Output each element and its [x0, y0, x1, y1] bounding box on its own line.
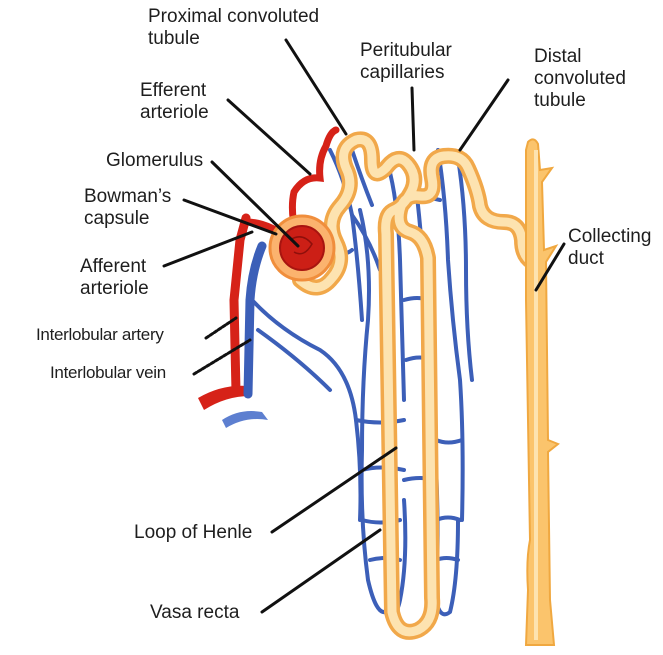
- label-line: capillaries: [360, 62, 452, 84]
- glomerulus-shape: [280, 226, 324, 270]
- label-line: arteriole: [80, 278, 149, 300]
- label-bowmans-capsule: Bowman’s capsule: [84, 186, 171, 230]
- label-interlobular-vein: Interlobular vein: [50, 362, 166, 384]
- label-peritubular-capillaries: Peritubular capillaries: [360, 40, 452, 84]
- leader-interlobular-vein: [194, 340, 250, 374]
- label-line: tubule: [534, 90, 626, 112]
- label-line: Efferent: [140, 80, 209, 102]
- leader-peritubular: [412, 88, 414, 150]
- label-line: Peritubular: [360, 40, 452, 62]
- label-line: Distal: [534, 46, 626, 68]
- label-loop-of-henle: Loop of Henle: [134, 522, 252, 544]
- label-line: capsule: [84, 208, 171, 230]
- leader-loop-of-henle: [272, 448, 396, 532]
- renal-artery-arc: [198, 386, 250, 410]
- leader-proximal: [286, 40, 346, 134]
- leader-bowmans: [184, 200, 276, 234]
- label-line: Collecting: [568, 226, 651, 248]
- label-line: Bowman’s: [84, 186, 171, 208]
- leader-vasa-recta: [262, 530, 380, 612]
- nephron-tubule: [300, 139, 532, 631]
- label-vasa-recta: Vasa recta: [150, 602, 239, 624]
- interlobular-vein-trunk: [248, 246, 262, 394]
- leader-distal: [460, 80, 508, 150]
- leader-efferent: [228, 100, 310, 174]
- label-glomerulus: Glomerulus: [106, 150, 203, 172]
- label-line: tubule: [148, 28, 319, 50]
- collecting-duct-shape: [526, 139, 558, 645]
- label-efferent-arteriole: Efferent arteriole: [140, 80, 209, 124]
- label-afferent-arteriole: Afferent arteriole: [80, 256, 149, 300]
- label-line: Afferent: [80, 256, 149, 278]
- label-line: arteriole: [140, 102, 209, 124]
- leader-glomerulus: [212, 162, 298, 246]
- label-proximal-convoluted-tubule: Proximal convoluted tubule: [148, 6, 319, 50]
- label-collecting-duct: Collecting duct: [568, 226, 651, 270]
- label-interlobular-artery: Interlobular artery: [36, 324, 164, 346]
- label-distal-convoluted-tubule: Distal convoluted tubule: [534, 46, 626, 112]
- label-line: duct: [568, 248, 651, 270]
- renal-vein-arc: [222, 411, 268, 428]
- label-line: convoluted: [534, 68, 626, 90]
- label-line: Proximal convoluted: [148, 6, 319, 28]
